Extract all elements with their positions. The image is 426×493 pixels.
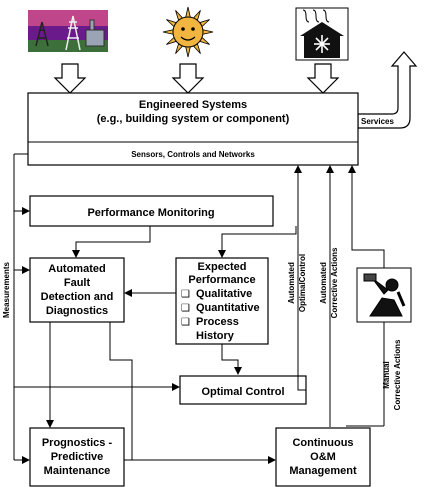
prognostics-box xyxy=(29,427,125,487)
expected-item-quantitative: Quantitative xyxy=(196,302,260,314)
performance-monitoring-label: Performance Monitoring xyxy=(87,207,214,219)
label-automated-corrective-actions: Automated Corrective Actions xyxy=(319,247,339,318)
afdd-line-2: Fault xyxy=(64,277,91,289)
afdd-line-4: Diagnostics xyxy=(46,305,108,317)
engineered-systems-title: Engineered Systems xyxy=(139,99,247,111)
energy-supply-icon xyxy=(28,10,108,52)
services-arrow xyxy=(357,51,418,129)
prognostics-line-3: Maintenance xyxy=(44,465,111,477)
sun-icon xyxy=(162,6,214,58)
expected-performance-title-1: Expected xyxy=(198,261,247,273)
svg-text:Manual: Manual xyxy=(382,361,391,389)
afdd-line-1: Automated xyxy=(48,263,105,275)
technician-figure xyxy=(363,273,406,317)
svg-text:Corrective Actions: Corrective Actions xyxy=(393,339,402,410)
label-manual-corrective-actions: Manual Corrective Actions xyxy=(382,339,402,410)
expected-item-qualitative: Qualitative xyxy=(196,288,252,300)
checkbox-icon: ❑ xyxy=(181,303,190,314)
sensors-label: Sensors, Controls and Networks xyxy=(131,150,255,159)
engineered-systems-box xyxy=(27,92,359,166)
svg-text:Corrective Actions: Corrective Actions xyxy=(330,247,339,318)
expected-performance-title-2: Performance xyxy=(188,274,255,286)
expected-item-process: Process xyxy=(196,316,239,328)
measurements-label: Measurements xyxy=(2,261,11,318)
climate-house-icon xyxy=(295,7,349,61)
checkbox-icon: ❑ xyxy=(181,289,190,300)
checkbox-icon: ❑ xyxy=(181,317,190,328)
expected-performance-box xyxy=(175,257,269,345)
om-line-1: Continuous xyxy=(292,437,353,449)
input-arrows xyxy=(53,63,340,94)
expected-item-history: History xyxy=(196,330,235,342)
prognostics-line-2: Predictive xyxy=(51,451,104,463)
om-management-box xyxy=(275,427,371,487)
prognostics-line-1: Prognostics - xyxy=(42,437,113,449)
svg-text:Automated: Automated xyxy=(287,262,296,304)
afdd-line-3: Detection and xyxy=(41,291,114,303)
label-automated-optimal-control: Automated OptimalControl xyxy=(287,254,307,312)
optimal-control-box xyxy=(179,375,307,405)
performance-monitoring-box xyxy=(29,195,274,227)
om-line-3: Management xyxy=(289,465,357,477)
optimal-control-label: Optimal Control xyxy=(201,386,284,398)
om-line-2: O&M xyxy=(310,451,336,463)
services-label: Services xyxy=(361,117,394,126)
engineered-systems-subtitle: (e.g., building system or component) xyxy=(97,113,290,125)
svg-text:Automated: Automated xyxy=(319,262,328,304)
afdd-box xyxy=(29,257,125,323)
svg-text:OptimalControl: OptimalControl xyxy=(298,254,307,312)
